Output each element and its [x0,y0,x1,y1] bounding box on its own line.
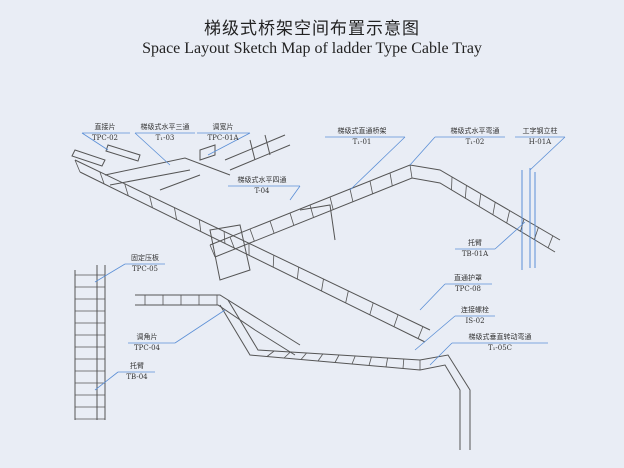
angle-tray [135,294,301,356]
ladder-rung [223,231,226,244]
label-code: T₁-05C [487,344,513,352]
ladder-rung [283,351,291,359]
ladder-rung [198,219,202,232]
label-name: 直通护罩 [454,274,482,282]
label-code: T₁-01 [352,138,372,146]
ladder-rung [266,350,275,357]
label-code: TPC-04 [133,344,160,352]
label-horizontal-tee: 梯级式水平三通 T₁-03 [110,122,220,144]
vertical-bend-tray [219,299,471,450]
ladder-rung [393,314,399,327]
splice-plates [71,144,216,167]
label-width-adjust: 调宽片 TPC-01A [168,122,278,144]
ladder-rung [369,302,374,315]
ladder-rung [547,235,554,249]
label-name: 调宽片 [212,123,234,131]
ladder-rung [349,188,354,202]
label-name: 固定压板 [131,254,159,262]
label-code: T₁-03 [155,134,175,142]
title-chinese: 梯级式桥架空间布置示意图 [204,19,420,39]
ladder-rung [249,228,255,242]
ladder-rung [520,218,525,232]
ladder-rung [317,353,324,362]
label-name: 连接螺栓 [461,306,489,314]
label-name: 梯级式水平四通 [237,176,287,184]
ladder-rung [478,193,482,207]
ladder-rung [272,255,275,268]
ladder-rung [300,352,307,360]
ladder-rung [289,212,295,226]
label-code: T-04 [254,187,270,195]
ladder-rung [464,185,467,199]
label-straight-tray: 梯级式直通桥架 T₁-01 [307,126,417,148]
label-support-arm-2: 托臂 TB-04 [82,361,192,383]
steel-column [521,168,536,270]
label-name: 梯级式水平三通 [140,123,190,131]
label-steel-column: 工字钢立柱 H-01A [485,126,595,148]
ladder-rung [533,227,539,240]
label-support-arm: 托臂 TB-01A [420,238,530,260]
label-name: 调角片 [136,333,158,341]
ladder-rung [174,207,177,220]
ladder-rung [506,210,510,224]
ladder-rung [209,244,216,258]
ladder-rung [334,354,340,363]
label-name: 托臂 [130,362,144,370]
ladder-rung [229,236,236,250]
label-bolt: 连接螺栓 IS-02 [420,305,530,327]
label-horizontal-bend: 梯级式水平弯通 T₁-02 [420,126,530,148]
ladder-rung [124,183,129,196]
ladder-rung [369,180,373,194]
label-name: 工字钢立柱 [522,127,558,135]
label-name: 托臂 [468,239,482,247]
label-name: 直接片 [94,123,116,131]
width-adjust-tray [224,134,291,171]
ladder-rung [269,220,275,234]
straight-tray-lower [74,159,431,343]
ladder-rung [296,267,300,280]
ladder-rung [74,159,81,173]
label-fixing-plate: 固定压板 TPC-05 [90,253,200,275]
four-way-tray [209,204,336,281]
ladder-rung [309,204,314,218]
label-code: TPC-05 [131,265,158,273]
label-name: 梯级式水平弯通 [450,127,500,135]
ladder-rung [99,171,105,185]
label-code: TB-04 [126,373,148,381]
label-angle-plate: 调角片 TPC-04 [92,332,202,354]
ladder-rung [368,356,372,366]
ladder-rung [409,164,413,179]
label-vertical-bend: 梯级式垂直转动弯通 T₁-05C [445,332,555,354]
ladder-rung [417,326,424,339]
ladder-rung [329,196,334,210]
label-code: IS-02 [465,317,485,325]
ladder-rung [389,172,393,186]
ladder-rung [321,278,324,292]
label-code: TPC-02 [91,134,118,142]
label-code: TB-01A [461,250,489,258]
ladder-rung [451,176,453,190]
label-splice-plate: 直接片 TPC-02 [50,122,160,144]
label-cover: 直通护罩 TPC-08 [413,273,523,295]
label-code: TPC-08 [454,285,481,293]
ladder-rung [351,355,356,365]
title-english: Space Layout Sketch Map of ladder Type C… [142,40,482,57]
ladder-rung [492,202,496,215]
tee-tray [104,157,231,191]
ladder-rung [149,195,153,208]
leader-lines [81,132,566,391]
label-horizontal-cross: 梯级式水平四通 T-04 [207,175,317,197]
ladder-rung [385,357,388,368]
label-name: 梯级式直通桥架 [337,127,387,135]
label-code: TPC-01A [207,134,239,142]
ladder-rung [402,358,405,369]
label-code: H-01A [528,138,552,146]
label-code: T₁-02 [465,138,485,146]
label-name: 梯级式垂直转动弯通 [468,333,532,341]
rungs [74,159,554,420]
ladder-rung [345,290,349,303]
